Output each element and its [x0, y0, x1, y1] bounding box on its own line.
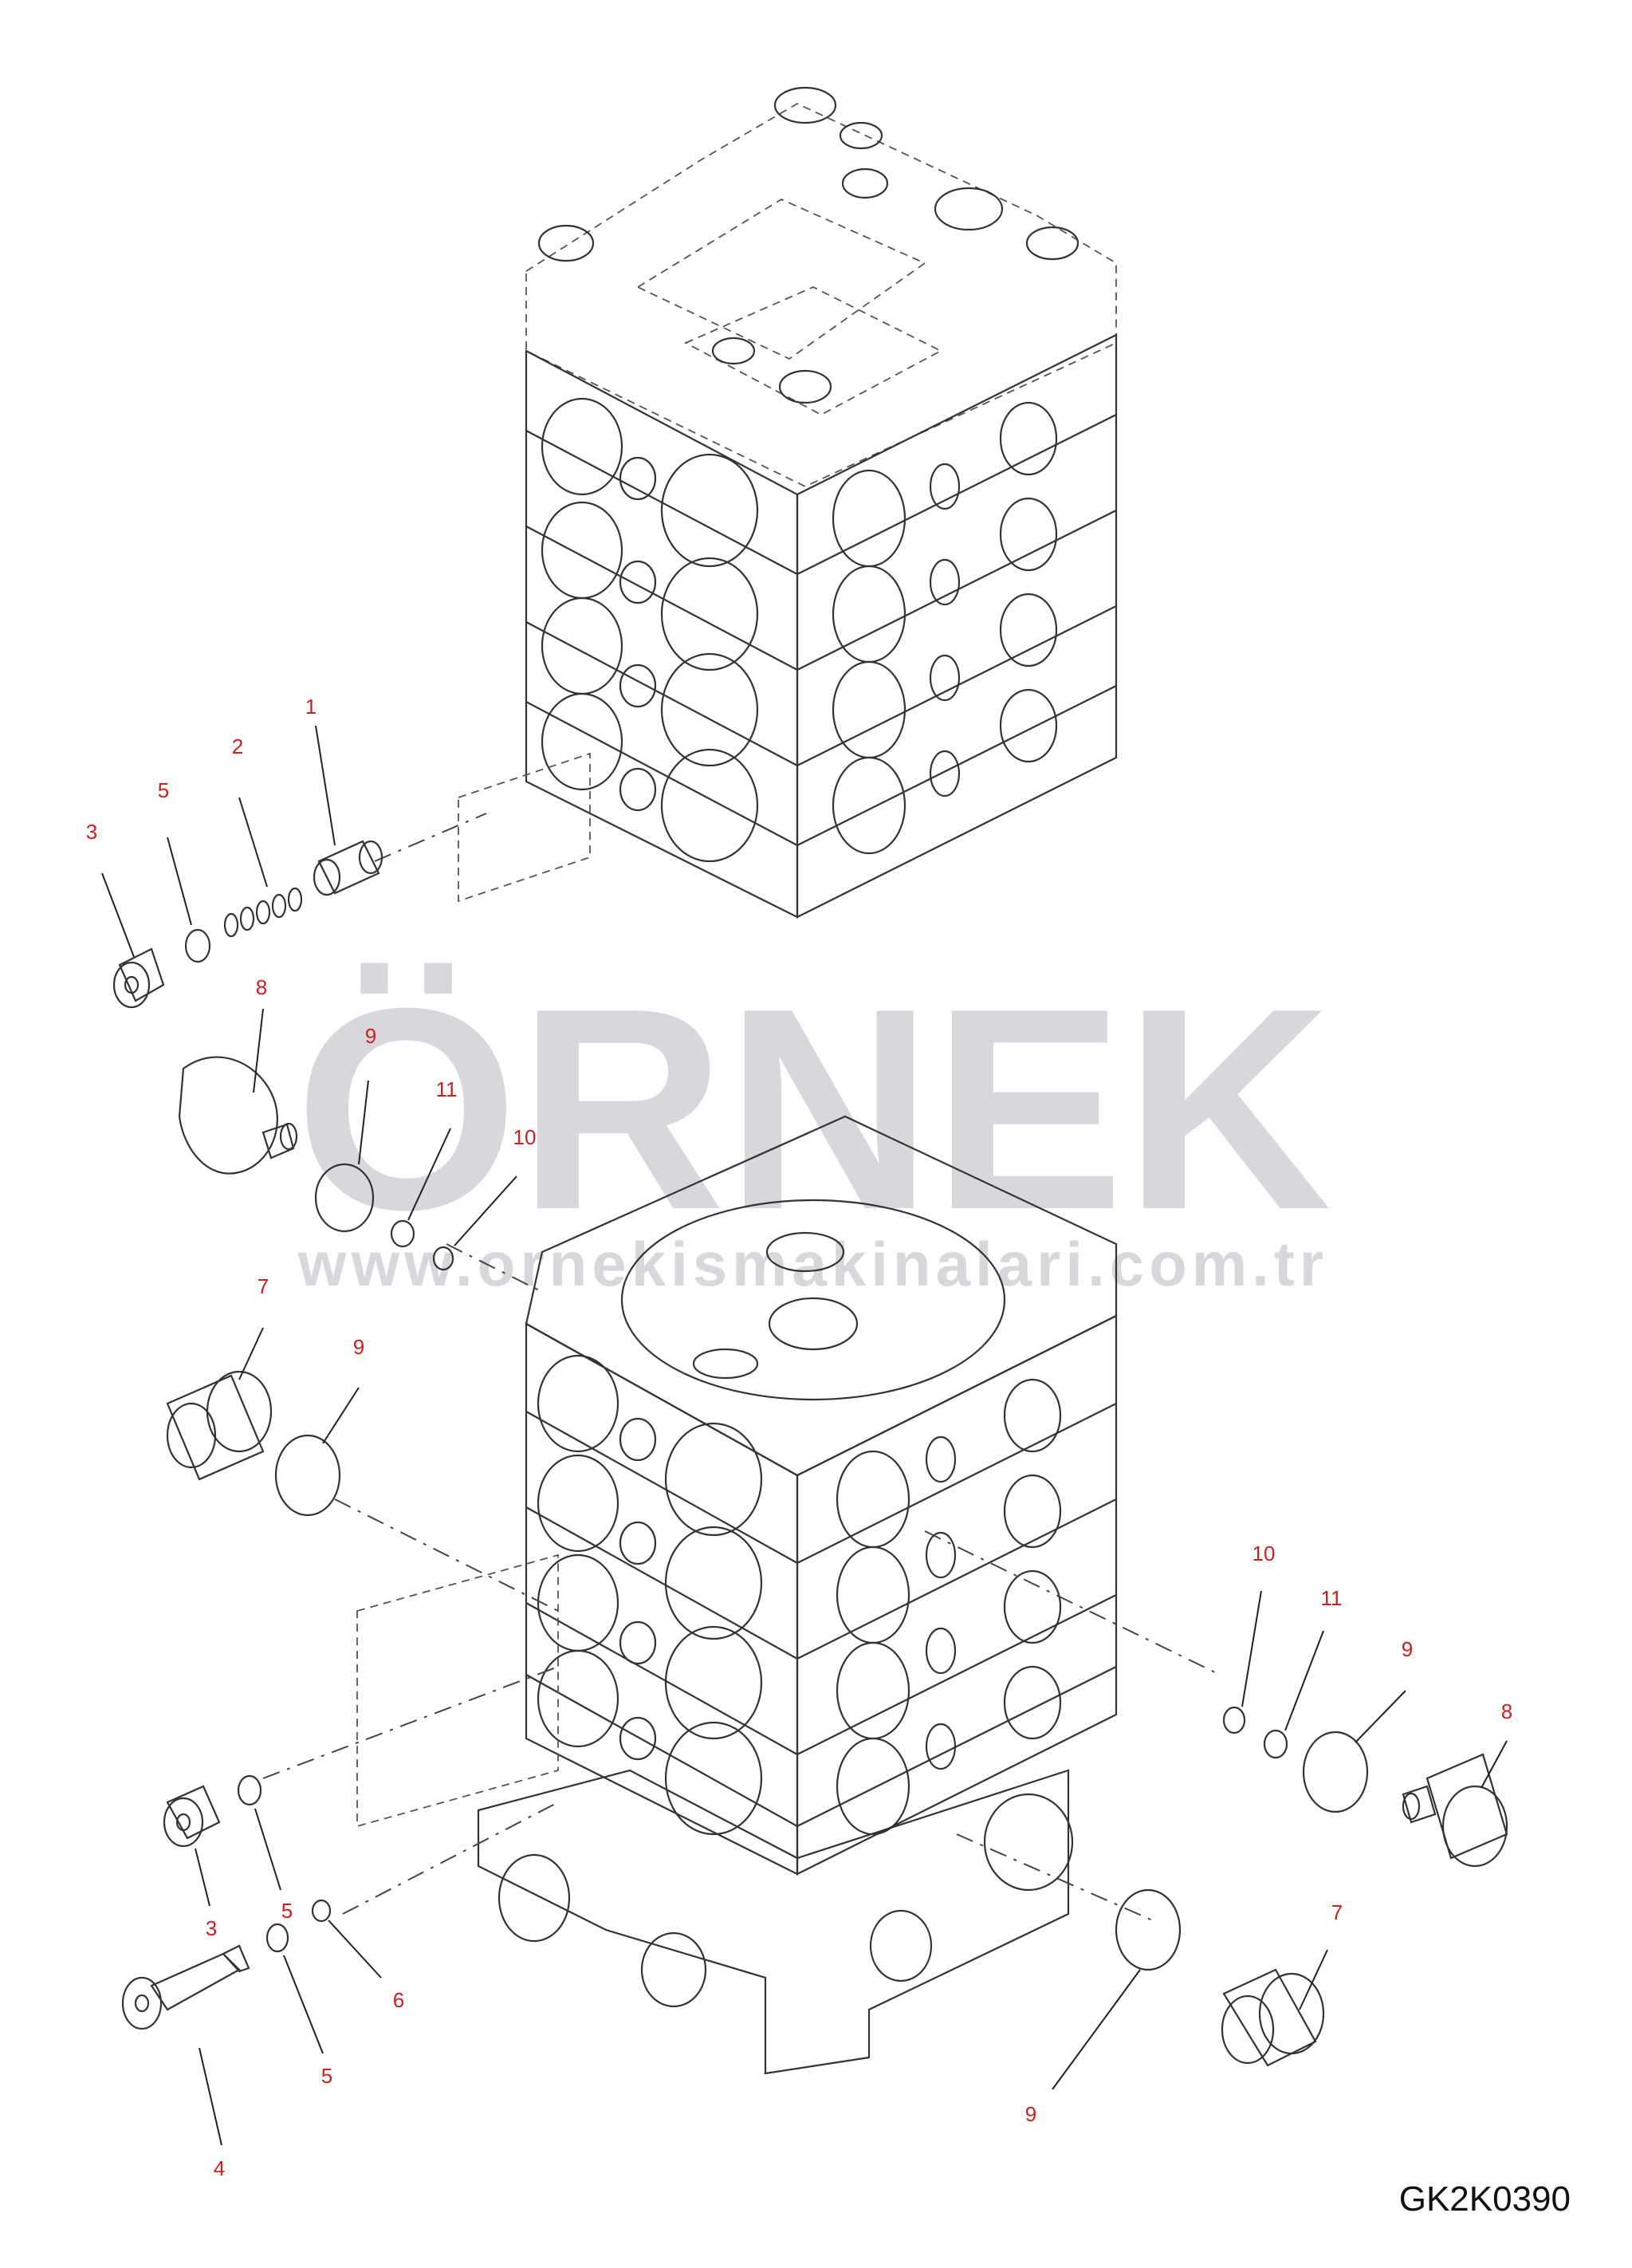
callout-5: 5	[158, 778, 169, 802]
part-8-solenoid-right	[1402, 1753, 1508, 1868]
part-9-gasket-right	[1302, 1731, 1369, 1813]
callouts: 1 2 5 3 8 9 11 10 7 9 10 11 9 8 3 5 7 6 …	[86, 695, 1512, 2180]
callout-9: 9	[1402, 1637, 1413, 1661]
callout-11: 11	[436, 1077, 458, 1101]
part-9-gasket-bottom-right	[1115, 1888, 1182, 1971]
assembly-centerlines	[262, 1243, 1221, 1923]
watermark: ÖRNEK www.ornekismakinalari.com.tr	[295, 949, 1331, 1299]
part-11-backup-ring-right	[1263, 1729, 1288, 1759]
callout-7: 7	[258, 1274, 269, 1298]
part-5-oring-lower	[237, 1774, 262, 1806]
callout-4: 4	[214, 2156, 225, 2180]
part-6-oring	[311, 1899, 332, 1923]
callout-10: 10	[513, 1125, 537, 1149]
callout-5: 5	[321, 2064, 332, 2088]
upper-relief-parts	[112, 813, 487, 1009]
part-8-solenoid-upper	[178, 1056, 298, 1175]
callout-9: 9	[365, 1024, 376, 1048]
part-3-plug	[112, 947, 165, 1009]
leader-lines	[101, 725, 1508, 2146]
part-2-spring	[223, 887, 303, 938]
callout-8: 8	[256, 975, 267, 999]
callout-3: 3	[206, 1916, 217, 1940]
lower-valve-body	[356, 1115, 1118, 2075]
watermark-brand: ÖRNEK	[295, 949, 1331, 1270]
callout-10: 10	[1253, 1542, 1276, 1565]
part-5-oring-bottom	[265, 1923, 289, 1953]
part-11-backup-ring-upper	[390, 1219, 415, 1248]
callout-2: 2	[232, 734, 243, 758]
callout-8: 8	[1501, 1699, 1512, 1723]
part-9-gasket-left	[274, 1434, 341, 1517]
watermark-url: www.ornekismakinalari.com.tr	[297, 1229, 1328, 1299]
callout-5: 5	[281, 1899, 293, 1923]
lower-right-parts	[1115, 1706, 1508, 2067]
part-9-gasket-upper	[314, 1163, 375, 1233]
part-7-plug-right	[1221, 1968, 1325, 2067]
callout-7: 7	[1331, 1900, 1343, 1924]
callout-1: 1	[305, 695, 317, 719]
part-10-oring-right	[1222, 1706, 1246, 1734]
callout-11: 11	[1321, 1586, 1343, 1610]
upper-valve-body	[458, 86, 1118, 919]
lower-left-parts	[121, 1056, 454, 2030]
callout-3: 3	[86, 820, 97, 844]
part-4-plug-bottom	[121, 1944, 250, 2030]
part-1-sleeve	[313, 840, 383, 896]
callout-6: 6	[393, 1988, 404, 2012]
part-7-plug-left	[166, 1370, 273, 1481]
part-10-oring-upper	[432, 1246, 454, 1271]
callout-9: 9	[1025, 2102, 1036, 2126]
part-5-oring	[184, 928, 211, 963]
callout-9: 9	[353, 1335, 364, 1359]
part-3-plug-lower	[163, 1785, 221, 1848]
drawing-code: GK2K0390	[1399, 2179, 1571, 2219]
